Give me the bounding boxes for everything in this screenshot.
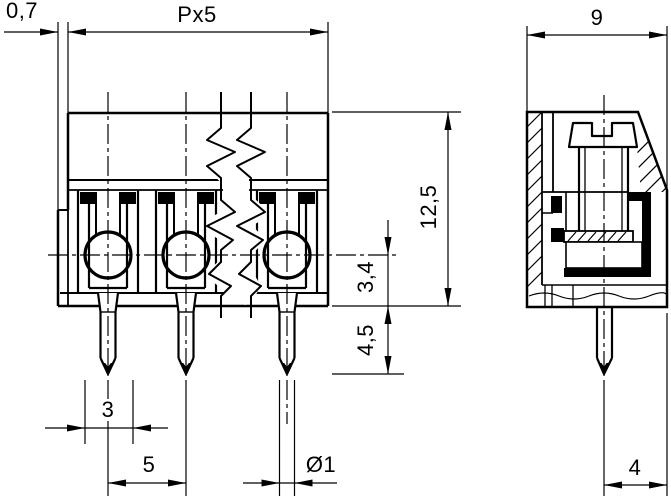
screw-head	[567, 121, 639, 149]
side-view	[525, 110, 669, 376]
screw-shank	[577, 147, 630, 231]
dim-center-to-bottom-label: 3,4	[353, 260, 378, 294]
terminal-3	[255, 188, 319, 376]
dim-pin-to-edge-label: 4	[628, 455, 642, 480]
dim-pin-diameter-label: Ø1	[305, 452, 337, 477]
front-view	[56, 92, 330, 376]
dim-wall-thickness-label: 0,7	[5, 0, 39, 23]
dim-pin-pitch-label: 5	[142, 452, 156, 477]
dim-pin-length-label: 4,5	[353, 323, 378, 357]
dim-body-height-label: 12,5	[416, 184, 441, 230]
centerlines	[48, 92, 605, 424]
clamp-body-solid	[551, 192, 651, 277]
dimension-arrows	[40, 28, 667, 489]
dim-opening-width-label: 3	[99, 397, 117, 422]
dim-side-width-label: 9	[590, 5, 604, 30]
break-lines	[206, 92, 266, 318]
left-wall-hatching	[526, 111, 543, 288]
terminal-2	[154, 188, 218, 376]
clamp-plate	[563, 230, 634, 243]
terminal-1	[76, 188, 140, 376]
dimension-lines	[4, 22, 668, 496]
dim-pitch-span-label: Px5	[177, 2, 217, 27]
